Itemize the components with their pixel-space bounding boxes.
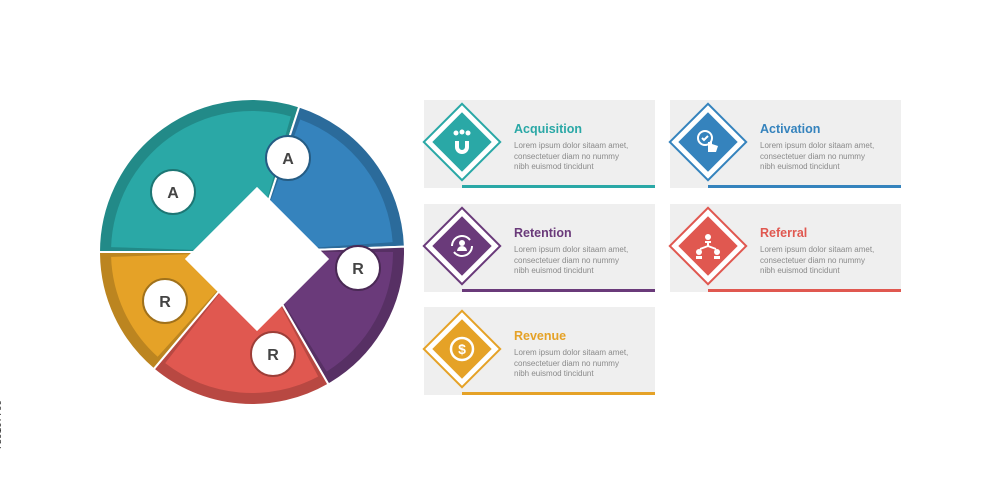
- card-body-line: nibh euismod tincidunt: [514, 162, 594, 171]
- touch-check-icon: [682, 116, 734, 168]
- wheel-letter: A: [167, 185, 179, 202]
- card-body-line: Lorem ipsum dolor sitaam amet,: [760, 245, 875, 254]
- card-body: Lorem ipsum dolor sitaam amet,consectetu…: [760, 245, 895, 277]
- network-people-icon: [682, 220, 734, 272]
- card-title: Activation: [760, 122, 821, 136]
- wheel-letter: R: [267, 347, 279, 364]
- card-body-line: Lorem ipsum dolor sitaam amet,: [514, 245, 629, 254]
- wheel-label-circle: [150, 169, 196, 215]
- card-accent-bar: [462, 289, 655, 292]
- watermark-id: 739107760: [0, 399, 4, 450]
- card-body: Lorem ipsum dolor sitaam amet,consectetu…: [514, 141, 649, 173]
- card-body-line: nibh euismod tincidunt: [514, 369, 594, 378]
- card-body-line: nibh euismod tincidunt: [760, 266, 840, 275]
- center-diamond: [184, 186, 330, 332]
- wheel-label-circle: [265, 135, 311, 181]
- card-body-line: Lorem ipsum dolor sitaam amet,: [514, 141, 629, 150]
- card-body-line: Lorem ipsum dolor sitaam amet,: [514, 348, 629, 357]
- card-body-line: Lorem ipsum dolor sitaam amet,: [760, 141, 875, 150]
- wheel-label-circle: [250, 331, 296, 377]
- card-title: Acquisition: [514, 122, 583, 136]
- card-body-line: consectetuer diam no nummy: [514, 358, 619, 368]
- wheel-letter: A: [282, 151, 294, 168]
- card-body-line: consectetuer diam no nummy: [514, 255, 619, 265]
- wheel-label-circle: [335, 245, 381, 291]
- card-body-line: nibh euismod tincidunt: [514, 266, 594, 275]
- card-body-line: consectetuer diam no nummy: [760, 151, 865, 161]
- wheel-letter: R: [352, 261, 364, 278]
- card-body-line: consectetuer diam no nummy: [514, 151, 619, 161]
- card-title: Revenue: [514, 329, 567, 343]
- magnet-people-icon: [436, 116, 488, 168]
- wheel-label-circle: [142, 278, 188, 324]
- card-title: Referral: [760, 226, 808, 240]
- card-body: Lorem ipsum dolor sitaam amet,consectetu…: [760, 141, 895, 173]
- card-accent-bar: [462, 185, 655, 188]
- aarrr-wheel: A A R R R: [97, 98, 406, 406]
- card-body: Lorem ipsum dolor sitaam amet,consectetu…: [514, 245, 649, 277]
- user-cycle-icon: [436, 220, 488, 272]
- card-body-line: nibh euismod tincidunt: [760, 162, 840, 171]
- card-body-line: consectetuer diam no nummy: [760, 255, 865, 265]
- card-accent-bar: [708, 185, 901, 188]
- dollar-coin-icon: $: [436, 323, 488, 375]
- svg-text:$: $: [458, 341, 466, 357]
- wheel-letter: R: [159, 294, 171, 311]
- card-title: Retention: [514, 226, 572, 240]
- card-accent-bar: [462, 392, 655, 395]
- card-body: Lorem ipsum dolor sitaam amet,consectetu…: [514, 348, 649, 380]
- card-accent-bar: [708, 289, 901, 292]
